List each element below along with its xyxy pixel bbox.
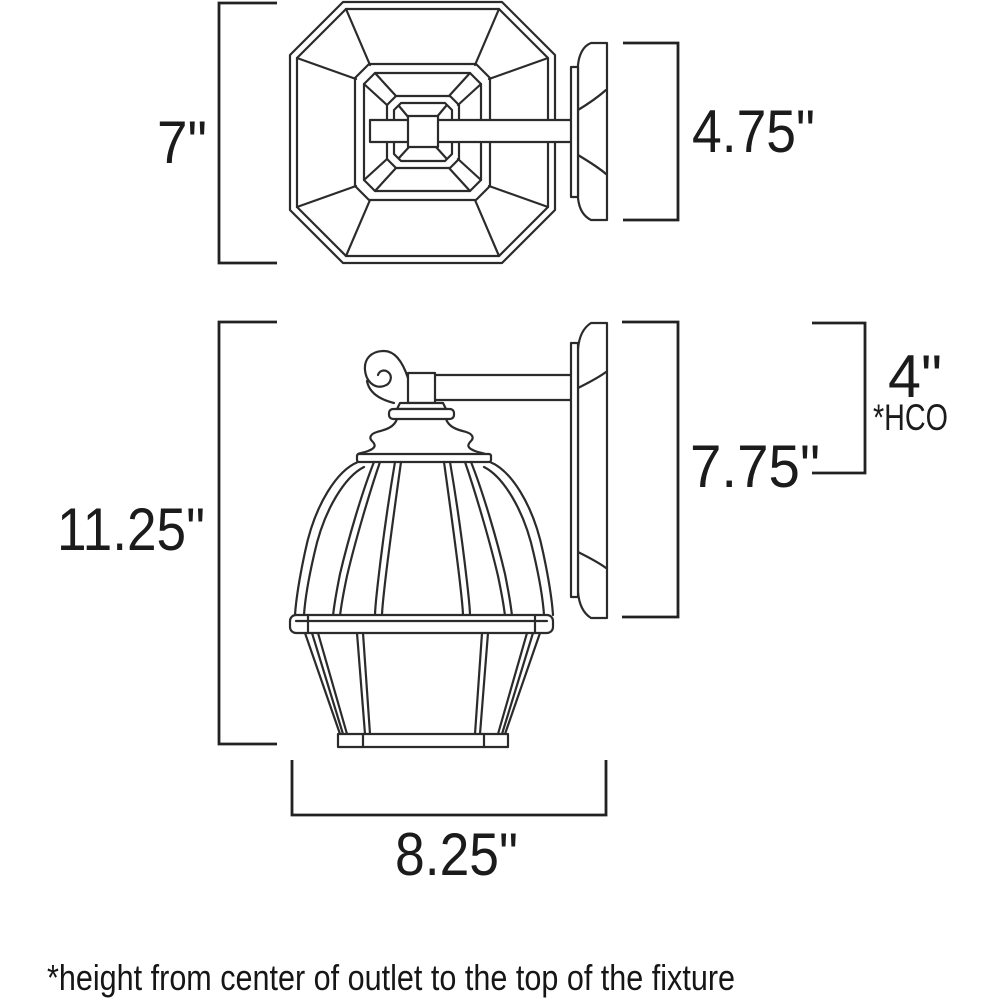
dim-label-7in: 7" bbox=[157, 109, 207, 176]
finial-top-view bbox=[406, 114, 440, 149]
backplate-top-view bbox=[569, 41, 609, 222]
dim-label-hco: *HCO bbox=[873, 397, 948, 438]
dimension-projection: 8.25" bbox=[290, 760, 608, 888]
backplate-top-body bbox=[576, 41, 609, 222]
dimension-hco: 4" *HCO bbox=[812, 321, 948, 475]
backplate-section-curves bbox=[576, 370, 608, 570]
base-plate bbox=[336, 732, 510, 749]
body-mullions bbox=[310, 631, 535, 736]
footnote: *height from center of outlet to the top… bbox=[47, 957, 735, 998]
arm-block bbox=[406, 371, 437, 405]
dimension-backplate-height: 7.75" bbox=[622, 320, 820, 619]
roof-hip-lines-outer bbox=[295, 7, 550, 258]
dimension-top-backplate: 4.75" bbox=[623, 41, 815, 222]
brim-detail bbox=[294, 613, 549, 635]
lantern-side-view bbox=[288, 401, 555, 749]
scroll-arm bbox=[363, 349, 573, 405]
roof-hip-lines-middle bbox=[362, 71, 483, 193]
base-notches bbox=[361, 732, 486, 749]
roof-silhouette bbox=[293, 460, 555, 617]
bracket-7in bbox=[217, 1, 277, 265]
dim-label-4-75in: 4.75" bbox=[692, 98, 815, 165]
cap-torus-ring bbox=[387, 407, 456, 421]
cap-ring bbox=[355, 452, 493, 464]
scroll-curl bbox=[363, 349, 410, 388]
dimension-fixture-height: 11.25" bbox=[57, 320, 277, 746]
backplate-top-section-curves bbox=[576, 88, 608, 176]
dimension-top-width: 7" bbox=[157, 1, 277, 265]
bracket-11-25in bbox=[217, 320, 277, 746]
dim-label-11-25in: 11.25" bbox=[57, 496, 205, 563]
arm-band-top-view bbox=[368, 118, 573, 144]
lantern-top-view bbox=[288, 0, 573, 265]
backplate-flange bbox=[569, 341, 580, 599]
arm-bars bbox=[433, 373, 573, 402]
backplate-side-view bbox=[569, 321, 609, 620]
body-edges bbox=[303, 631, 542, 736]
dim-label-4in: 4" bbox=[888, 343, 942, 410]
dim-label-8-25in: 8.25" bbox=[395, 821, 518, 888]
cap-neck-profile bbox=[356, 417, 487, 456]
roof-hip-seams bbox=[331, 460, 514, 618]
arm-band-fill bbox=[370, 120, 571, 142]
scroll-tail bbox=[365, 379, 396, 405]
side-view: 11.25" 7.75" 4" *HCO 8.25" bbox=[57, 320, 948, 888]
top-view: 7" 4.75" bbox=[157, 0, 815, 265]
middle-frame-outer bbox=[353, 62, 492, 202]
backplate-body bbox=[576, 321, 609, 620]
dim-label-7-75in: 7.75" bbox=[690, 433, 820, 500]
bracket-8-25in bbox=[290, 760, 608, 817]
bracket-4in bbox=[812, 321, 867, 475]
bracket-7-75in bbox=[622, 320, 680, 619]
roof-hip-lines-inner bbox=[397, 104, 448, 160]
backplate-top-flange bbox=[569, 65, 580, 199]
roof-brim bbox=[288, 613, 555, 635]
octagon-outer bbox=[288, 0, 557, 265]
bracket-4-75in bbox=[623, 41, 680, 222]
